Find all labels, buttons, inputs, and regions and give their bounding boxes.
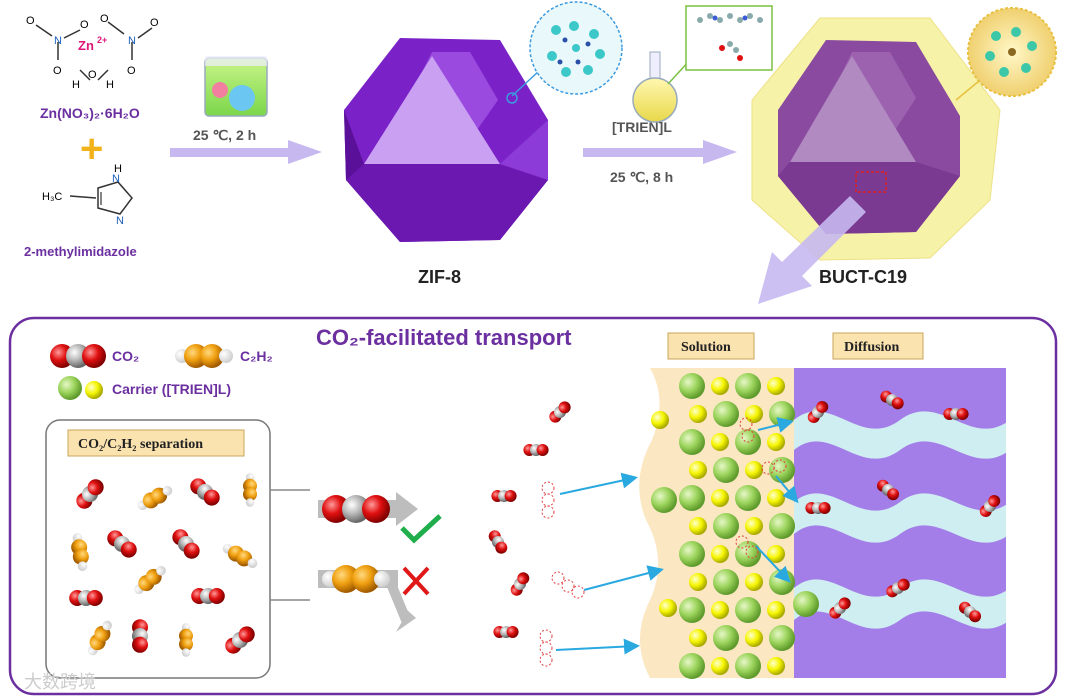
co2-molecule xyxy=(523,444,549,456)
flask-icon xyxy=(632,51,678,123)
ring-nh: H xyxy=(114,163,122,175)
step2-conditions: 25 ℃, 8 h xyxy=(610,169,673,185)
co2-pass-arrow xyxy=(318,492,418,526)
co2-molecule xyxy=(510,572,530,596)
legend-co2-label: CO₂ xyxy=(112,348,139,364)
ring-n-bottom: N xyxy=(116,215,124,227)
arrow-step1 xyxy=(170,140,322,164)
co2-molecule xyxy=(805,502,831,514)
legend-c2h2-label: C₂H₂ xyxy=(240,348,273,364)
carrier-particles xyxy=(651,373,819,679)
trien-molecule-inset xyxy=(667,5,773,85)
ghost-molecules xyxy=(539,417,787,667)
methyl-label: H₃C xyxy=(42,191,62,203)
c2h2-molecule xyxy=(134,565,166,595)
arrow-to-panel xyxy=(758,196,866,304)
zn-charge: 2+ xyxy=(97,35,107,45)
step2-reagent: [TRIEN]L xyxy=(612,119,672,135)
methylimidazole-label: 2-methylimidazole xyxy=(24,244,137,259)
co2-molecule xyxy=(493,626,519,638)
connector-lines xyxy=(270,489,310,601)
methylimidazole-structure: H₃C N H N xyxy=(42,163,133,227)
legend-c2h2-icon xyxy=(175,344,233,368)
co2-molecule xyxy=(958,601,982,623)
water-o: O xyxy=(88,69,97,81)
diffusion-channels xyxy=(794,411,1006,629)
separation-molecules xyxy=(69,473,258,657)
step1-conditions: 25 ℃, 2 h xyxy=(193,127,256,143)
co2-molecule xyxy=(191,588,225,604)
co2-molecule xyxy=(172,529,200,559)
co2-molecule xyxy=(69,590,103,606)
arrow-step2 xyxy=(583,140,737,164)
diffusion-label: Diffusion xyxy=(844,340,899,355)
watermark: 大数跨境 xyxy=(24,672,96,693)
water-h-2: H xyxy=(106,79,114,91)
nitrate-n-1: N xyxy=(54,35,62,47)
co2-molecule xyxy=(880,390,904,410)
panel-title: CO₂-facilitated transport xyxy=(316,325,572,350)
co2-molecule xyxy=(107,530,137,558)
plus-sign: + xyxy=(80,127,103,171)
cross-icon xyxy=(402,566,430,596)
co2-molecule xyxy=(876,479,900,501)
membrane-co2-molecules xyxy=(805,390,1001,623)
nitrate-n-2: N xyxy=(128,35,136,47)
c2h2-molecule xyxy=(87,620,112,656)
beaker-icon xyxy=(204,56,268,117)
co2-molecule xyxy=(979,494,1001,518)
c2h2-molecule xyxy=(71,533,89,571)
legend-carrier-icon xyxy=(58,376,103,400)
co2-molecule xyxy=(886,578,910,598)
separation-title: CO₂/C₂H₂ separation xyxy=(78,437,203,452)
solution-tag xyxy=(667,332,755,360)
co2-molecule xyxy=(549,401,571,423)
diffusion-tag xyxy=(832,332,924,360)
co2-molecule xyxy=(225,626,255,654)
water-h-1: H xyxy=(72,79,80,91)
co2-molecule xyxy=(488,530,508,554)
zinc-nitrate-structure: O N O O O N O O Zn 2+ O H H xyxy=(26,13,159,91)
co2-molecule xyxy=(190,478,220,506)
nitrate-o-5: O xyxy=(127,65,136,77)
zif8-zoom-inset xyxy=(506,1,623,104)
zif8-label: ZIF-8 xyxy=(418,267,461,287)
legend: CO₂ C₂H₂ Carrier ([TRIEN]L) xyxy=(50,344,273,400)
check-icon xyxy=(400,514,442,544)
transport-arrows xyxy=(555,417,799,655)
legend-carrier-label: Carrier ([TRIEN]L) xyxy=(112,381,231,397)
buct-c19-label: BUCT-C19 xyxy=(819,267,907,287)
c2h2-molecule xyxy=(137,486,173,511)
buct-zoom-inset xyxy=(955,7,1057,101)
nitrate-o-3: O xyxy=(80,19,89,31)
ring-n-top: N xyxy=(112,173,120,185)
co2-molecule xyxy=(829,597,851,619)
co2-molecule xyxy=(76,479,104,509)
co2-molecule xyxy=(807,400,829,424)
nitrate-o-4: O xyxy=(100,13,109,25)
legend-co2-icon xyxy=(50,344,106,368)
nitrate-o-1: O xyxy=(26,15,35,27)
c2h2-block-arrow xyxy=(318,565,416,632)
co2-molecule xyxy=(491,490,517,502)
separation-title-tag xyxy=(67,429,245,457)
c2h2-molecule xyxy=(222,543,258,568)
zn-ion: Zn xyxy=(78,38,94,53)
buct-c19-crystal xyxy=(751,17,1001,261)
c2h2-molecule xyxy=(243,473,257,507)
nitrate-o-6: O xyxy=(150,17,159,29)
nitrate-o-2: O xyxy=(53,65,62,77)
solution-label: Solution xyxy=(681,340,731,355)
zinc-nitrate-label: Zn(NO₃)₂·6H₂O xyxy=(40,105,140,121)
c2h2-molecule xyxy=(179,623,193,657)
zif8-crystal xyxy=(344,38,548,242)
co2-molecule xyxy=(132,619,148,653)
co2-molecule xyxy=(943,408,969,420)
